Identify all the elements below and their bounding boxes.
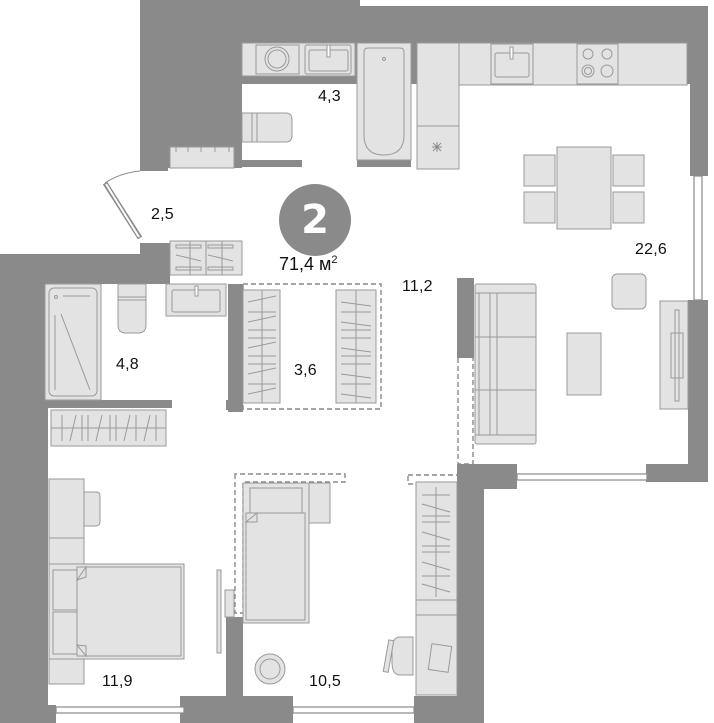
windows bbox=[55, 175, 703, 714]
room-area-kitchen-living: 22,6 bbox=[635, 241, 667, 258]
entry-door bbox=[102, 170, 143, 240]
bedroom-furniture bbox=[48, 478, 235, 685]
children-room-furniture bbox=[242, 481, 458, 696]
total-area-value: 71,4 м bbox=[279, 254, 332, 274]
wardrobe-closets bbox=[242, 289, 377, 404]
rooms-count: 2 bbox=[301, 197, 329, 243]
corridor-wardrobe bbox=[50, 409, 167, 447]
kitchen-fixtures bbox=[416, 42, 688, 170]
room-area-bedroom: 11,9 bbox=[102, 673, 133, 690]
bathroom-left-fixtures bbox=[44, 283, 227, 401]
room-area-bathroom-left: 4,8 bbox=[116, 356, 139, 373]
room-area-wardrobe: 3,6 bbox=[294, 362, 317, 379]
room-area-entrance-hall: 2,5 bbox=[151, 206, 174, 223]
rooms-count-badge: 2 bbox=[279, 184, 351, 256]
room-area-hallway: 11,2 bbox=[402, 278, 433, 295]
dining-set bbox=[523, 146, 645, 230]
total-area-unit-sup: 2 bbox=[331, 254, 338, 266]
room-area-bathroom-top: 4,3 bbox=[318, 88, 341, 105]
bathroom-top-fixtures bbox=[169, 42, 412, 169]
living-furniture bbox=[474, 273, 689, 445]
room-area-children-room: 10,5 bbox=[309, 673, 341, 690]
total-area: 71,4 м2 bbox=[279, 254, 338, 275]
shoe-rack bbox=[169, 240, 243, 276]
